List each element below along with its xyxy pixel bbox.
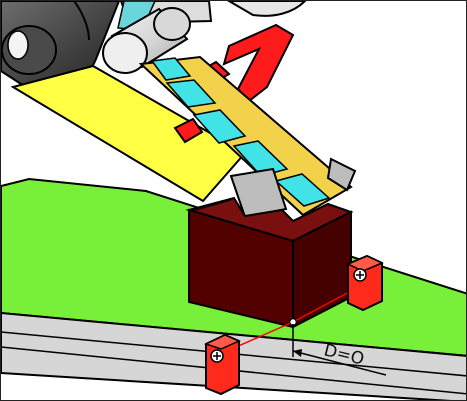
product-box bbox=[185, 196, 354, 329]
left-sensor bbox=[203, 333, 241, 396]
label-strip bbox=[138, 55, 353, 217]
right-sensor bbox=[346, 254, 384, 312]
peel-plate bbox=[229, 157, 357, 219]
guide-roller bbox=[102, 7, 191, 74]
